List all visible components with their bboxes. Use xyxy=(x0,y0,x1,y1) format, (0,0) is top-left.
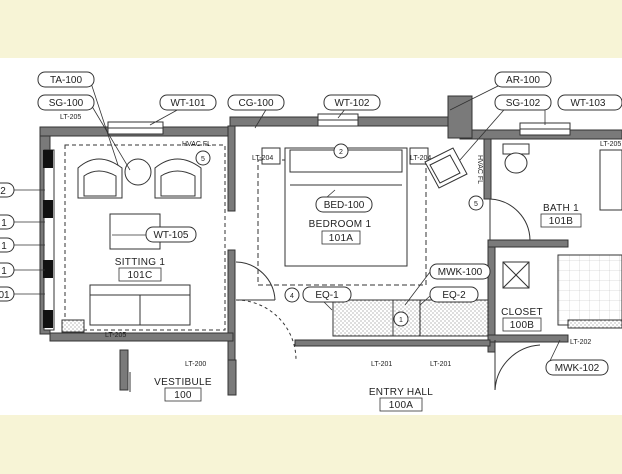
tag-eq-1: EQ-1 xyxy=(302,286,352,303)
tag-eq-1-label: EQ-1 xyxy=(315,290,339,301)
left-edge-tags: 2 1 1 1 01 xyxy=(0,182,15,302)
lt-201-a-label: LT-201 xyxy=(371,361,392,368)
tag-sg-100-label: SG-100 xyxy=(49,98,84,109)
small-labels: HVAC FL HVAC FL LT-204 LT-204 LT-205 LT-… xyxy=(60,114,621,368)
keynote-4-hall: 4 xyxy=(284,287,300,303)
tag-wt-103: WT-103 xyxy=(557,94,622,111)
tag-ar-100: AR-100 xyxy=(494,71,552,88)
tag-bed-100-label: BED-100 xyxy=(324,200,365,211)
keynote-5-sitting-label: 5 xyxy=(201,156,205,163)
room-vestibule-name: VESTIBULE xyxy=(154,377,212,388)
room-bath: BATH 1 101B xyxy=(540,203,582,228)
keynote-5-bedroom-label: 5 xyxy=(474,201,478,208)
tag-cg-100-label: CG-100 xyxy=(238,98,273,109)
tag-wt-105-label: WT-105 xyxy=(153,230,188,241)
tag-cg-100: CG-100 xyxy=(227,94,285,111)
room-entry-hall: ENTRY HALL 100A xyxy=(369,387,433,412)
lt-205-top-label: LT-205 xyxy=(60,114,81,121)
room-bedroom: BEDROOM 1 101A xyxy=(309,219,372,245)
room-bath-number: 101B xyxy=(549,216,574,227)
keynote-1-hall: 1 xyxy=(393,311,409,327)
doors xyxy=(129,198,541,392)
tag-ta-100: TA-100 xyxy=(37,71,95,88)
room-bedroom-number: 101A xyxy=(329,233,354,244)
left-tag-b-label: 1 xyxy=(1,218,7,229)
window-mullions xyxy=(43,150,53,328)
left-tag-c-label: 1 xyxy=(1,241,7,252)
room-sitting-number: 101C xyxy=(127,270,152,281)
room-vestibule: VESTIBULE 100 xyxy=(154,377,212,402)
tag-ta-100-label: TA-100 xyxy=(50,75,82,86)
keynote-1-hall-label: 1 xyxy=(399,317,403,324)
lt-200-label: LT-200 xyxy=(185,361,206,368)
tag-mwk-102: MWK-102 xyxy=(545,359,609,376)
room-entry-hall-number: 100A xyxy=(389,400,414,411)
room-sitting: SITTING 1 101C xyxy=(115,257,166,282)
lt-201-b-label: LT-201 xyxy=(430,361,451,368)
tag-wt-103-label: WT-103 xyxy=(570,98,605,109)
keynote-2-bedroom: 2 xyxy=(333,143,349,159)
room-sitting-name: SITTING 1 xyxy=(115,257,166,268)
hvac-fl-side-label: HVAC FL xyxy=(476,155,483,184)
keynote-5-bedroom: 5 xyxy=(468,195,484,211)
room-closet: CLOSET 100B xyxy=(501,307,543,332)
tag-bed-100: BED-100 xyxy=(315,196,373,213)
lt-205-label: LT-205 xyxy=(105,332,126,339)
tag-sg-102-label: SG-102 xyxy=(506,98,541,109)
keynote-5-sitting: 5 xyxy=(195,150,211,166)
tag-eq-2: EQ-2 xyxy=(429,286,479,303)
lt-204-left-label: LT-204 xyxy=(252,155,273,162)
tag-sg-100: SG-100 xyxy=(37,94,95,111)
room-closet-name: CLOSET xyxy=(501,307,543,318)
tag-mwk-102-label: MWK-102 xyxy=(555,363,600,374)
tag-ar-100-label: AR-100 xyxy=(506,75,540,86)
tag-wt-102-label: WT-102 xyxy=(334,98,369,109)
room-entry-hall-name: ENTRY HALL xyxy=(369,387,433,398)
tag-eq-2-label: EQ-2 xyxy=(442,290,466,301)
left-tag-d-label: 1 xyxy=(1,266,7,277)
room-bath-name: BATH 1 xyxy=(543,203,579,214)
tag-wt-102: WT-102 xyxy=(323,94,381,111)
hvac-fl-top-label: HVAC FL xyxy=(182,141,211,148)
tag-wt-101-label: WT-101 xyxy=(170,98,205,109)
room-vestibule-number: 100 xyxy=(174,390,192,401)
tag-mwk-100: MWK-100 xyxy=(429,263,491,280)
lt-205-bath-label: LT-205 xyxy=(600,141,621,148)
lt-202-label: LT-202 xyxy=(570,339,591,346)
tag-wt-101: WT-101 xyxy=(159,94,217,111)
room-bedroom-name: BEDROOM 1 xyxy=(309,219,372,230)
keynote-2-bedroom-label: 2 xyxy=(339,149,343,156)
left-tag-a-label: 2 xyxy=(0,186,6,197)
lt-204-right-label: LT-204 xyxy=(410,155,431,162)
room-closet-number: 100B xyxy=(510,320,535,331)
left-tag-e-label: 01 xyxy=(0,290,10,301)
tag-wt-105: WT-105 xyxy=(145,226,197,243)
keynote-4-hall-label: 4 xyxy=(290,293,294,300)
tag-sg-102: SG-102 xyxy=(494,94,552,111)
tag-mwk-100-label: MWK-100 xyxy=(438,267,483,278)
